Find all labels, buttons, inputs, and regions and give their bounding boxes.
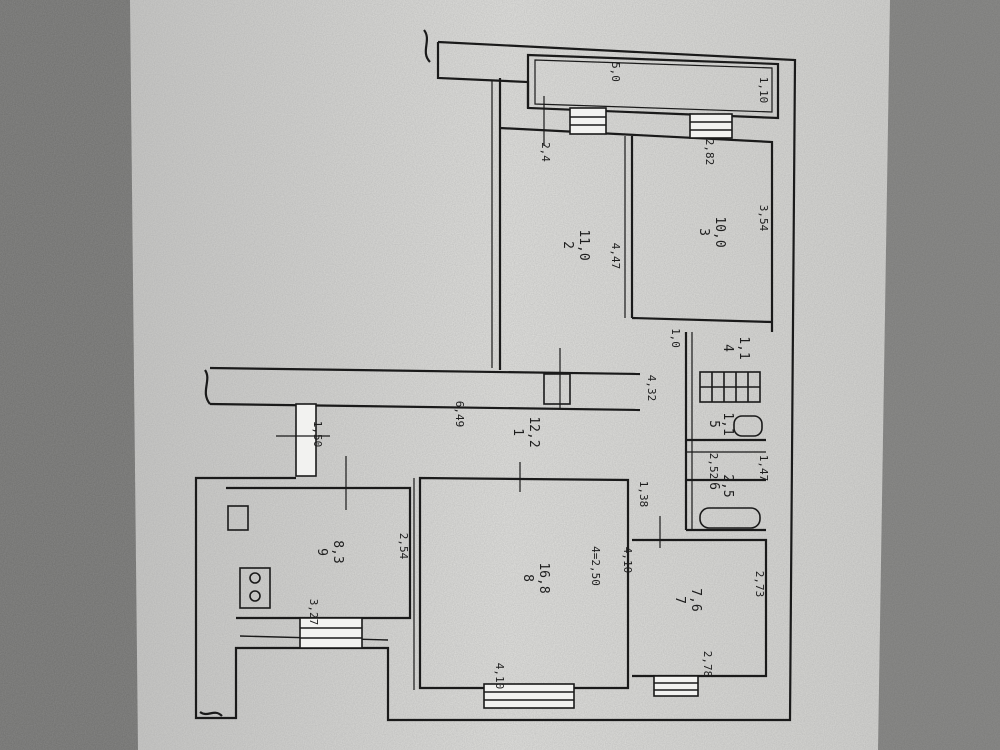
dim-small-6b: 1,47 <box>757 455 770 482</box>
room-6-area: 2,5 <box>720 474 735 497</box>
room-7-number: 7 <box>672 596 687 604</box>
room-9-area: 8,3 <box>330 540 345 563</box>
room-1-number: 1 <box>510 428 525 436</box>
room-3-area: 10,0 <box>712 216 727 247</box>
bathtub-icon <box>699 507 761 529</box>
dim-room2-height: 4,47 <box>609 243 622 270</box>
balcony-outline <box>526 53 780 120</box>
windows <box>295 107 733 709</box>
dim-hall-length: 6,49 <box>453 401 466 428</box>
room-4-number: 4 <box>720 344 735 352</box>
dim-entry: 1,50 <box>311 421 324 448</box>
room-9-number: 9 <box>314 548 329 556</box>
dimension-lines <box>276 96 661 548</box>
room-4-area: 1,1 <box>736 336 751 359</box>
room-8-area: 16,8 <box>536 562 551 593</box>
dim-room7-width: 2,78 <box>701 651 714 678</box>
dim-small-6: 2,52 <box>707 453 720 480</box>
dim-balcony-length: 5,0 <box>609 62 622 82</box>
room-5-area: 1,1 <box>720 412 735 435</box>
dim-small-4: 1,0 <box>669 328 682 348</box>
room-6-number: 6 <box>706 482 721 490</box>
dim-room9-height: 2,54 <box>397 533 410 560</box>
room-5-number: 5 <box>706 420 721 428</box>
sink-icon <box>227 505 249 531</box>
room-1-area: 12,2 <box>526 416 541 447</box>
room-2-area: 11,0 <box>576 229 591 260</box>
dim-room2-width: 2,4 <box>539 142 552 162</box>
room-7-area: 7,6 <box>688 588 703 611</box>
room-labels: 1 12,2 2 11,0 3 10,0 4 1,1 5 1,1 6 2,5 7… <box>314 216 751 611</box>
room-2-number: 2 <box>560 241 575 249</box>
dim-room8-inner: 4=2,50 <box>589 546 602 586</box>
dim-room9-width: 3,27 <box>307 599 320 626</box>
dim-room3-height: 3,54 <box>757 205 770 232</box>
dim-room8-height: 1,38 <box>637 481 650 508</box>
dim-room8-width: 4,10 <box>621 547 634 574</box>
room-3-number: 3 <box>696 228 711 236</box>
stove-icon <box>239 567 271 609</box>
dimension-labels: 5,0 1,10 2,4 2,82 4,47 3,54 6,49 4,32 1,… <box>307 62 770 689</box>
toilet-icon <box>733 415 763 437</box>
dim-room7-height: 2,73 <box>753 571 766 598</box>
walls <box>194 29 797 722</box>
dim-room3-width: 2,82 <box>703 139 716 166</box>
room-8-number: 8 <box>520 574 535 582</box>
fixtures <box>227 371 763 609</box>
dim-balcony-width: 1,10 <box>757 77 770 104</box>
dim-room8-bottom: 4,10 <box>493 663 506 690</box>
dim-hall-width: 4,32 <box>645 375 658 402</box>
